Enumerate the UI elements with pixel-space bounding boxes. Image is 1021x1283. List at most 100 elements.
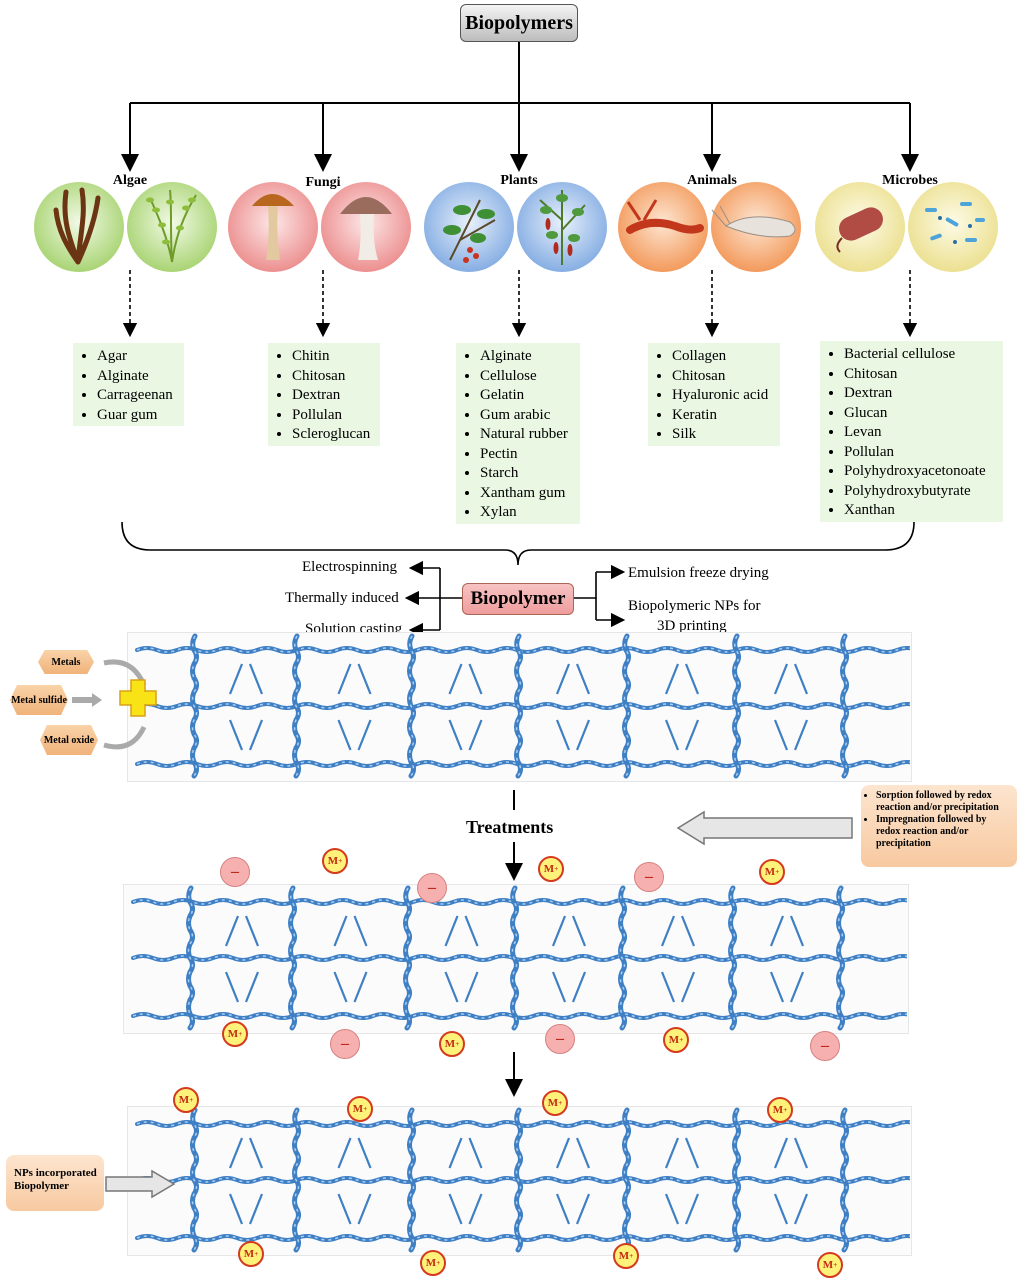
fiber-segment — [680, 971, 696, 1003]
metal-cation-icon: M+ — [538, 856, 564, 882]
fiber-segment — [357, 1137, 372, 1169]
fiber-segment — [228, 1137, 244, 1169]
fiber-segment — [464, 915, 479, 947]
algae-icon — [34, 182, 217, 272]
fiber-strand-horizontal — [135, 1120, 910, 1128]
list-item: Chitin — [292, 347, 374, 367]
list-item: Polyhydroxyacetonoate — [844, 462, 997, 482]
treatment-arrow-icon — [676, 810, 853, 846]
metal-cation-icon: M+ — [817, 1252, 843, 1278]
list-item: Carrageenan — [97, 386, 178, 406]
treatment-note: Sorption followed by redox reaction and/… — [876, 790, 1012, 814]
fiber-segment — [793, 663, 809, 695]
list-item: Alginate — [97, 367, 178, 387]
fiber-segment — [248, 1193, 264, 1225]
fiber-segment — [773, 663, 789, 695]
negative-charge-icon: – — [545, 1024, 575, 1054]
fiber-strand-horizontal — [135, 760, 910, 768]
metal-cation-icon: M+ — [613, 1243, 639, 1269]
fiber-strand-highlight — [511, 887, 518, 1029]
fiber-segment — [468, 663, 483, 695]
fiber-strand-highlight — [623, 1109, 630, 1251]
fiber-segment — [228, 663, 244, 695]
polymer-mesh-2 — [131, 885, 907, 1031]
fiber-segment — [793, 1193, 809, 1225]
animals-list: Collagen Chitosan Hyaluronic acid Kerati… — [648, 343, 780, 446]
fiber-segment — [789, 915, 805, 947]
biopolymers-title: Biopolymers — [460, 4, 578, 42]
fiber-segment — [664, 1193, 680, 1225]
fiber-segment — [551, 915, 567, 947]
source-label-microbes: Microbes — [882, 173, 938, 188]
negative-charge-icon: – — [634, 862, 664, 892]
fiber-segment — [333, 915, 348, 947]
fiber-strand-horizontal — [131, 898, 907, 906]
fiber-strand-highlight — [191, 635, 198, 777]
fiber-segment — [664, 719, 680, 751]
fiber-segment — [228, 1193, 244, 1225]
fiber-strand-highlight — [623, 635, 630, 777]
metal-cation-icon: M+ — [322, 848, 348, 874]
nps-arrow-icon — [105, 1169, 176, 1199]
fiber-strand-horizontal — [131, 1012, 907, 1020]
fiber-segment — [337, 1137, 352, 1169]
fiber-segment — [571, 971, 587, 1003]
fiber-strand-highlight — [408, 1109, 415, 1251]
fiber-segment — [464, 971, 479, 1003]
fiber-segment — [448, 719, 463, 751]
fiber-segment — [468, 1193, 483, 1225]
fiber-strand-highlight — [729, 887, 736, 1029]
fiber-strand-highlight — [293, 1109, 300, 1251]
fiber-strand-highlight — [841, 635, 848, 777]
source-label-animals: Animals — [687, 173, 737, 188]
plus-icon — [119, 679, 157, 717]
crustacean-icon — [618, 182, 801, 272]
list-item: Polyhydroxybutyrate — [844, 482, 997, 502]
fiber-segment — [773, 1193, 789, 1225]
negative-charge-icon: – — [810, 1031, 840, 1061]
treatment-notes-box: Sorption followed by redox reaction and/… — [861, 785, 1017, 867]
fiber-segment — [680, 915, 696, 947]
fiber-segment — [444, 915, 459, 947]
metal-cation-icon: M+ — [238, 1241, 264, 1267]
list-item: Natural rubber — [480, 425, 574, 445]
fiber-segment — [793, 1137, 809, 1169]
method-3d-printing: 3D printing — [657, 618, 727, 634]
fiber-segment — [248, 719, 264, 751]
metal-cation-icon: M+ — [173, 1087, 199, 1113]
fiber-segment — [769, 915, 785, 947]
metal-cation-icon: M+ — [767, 1097, 793, 1123]
fiber-segment — [684, 663, 700, 695]
list-item: Cellulose — [480, 367, 574, 387]
list-item: Collagen — [672, 347, 774, 367]
list-item: Chitosan — [292, 367, 374, 387]
fiber-segment — [448, 663, 463, 695]
list-item: Chitosan — [672, 367, 774, 387]
list-item: Bacterial cellulose — [844, 345, 997, 365]
list-item: Alginate — [480, 347, 574, 367]
method-biopolymeric-nps: Biopolymeric NPs for — [628, 598, 761, 614]
list-item: Pollulan — [292, 406, 374, 426]
list-item: Agar — [97, 347, 178, 367]
fiber-segment — [773, 1137, 789, 1169]
mushroom-icon — [228, 182, 411, 272]
fiber-strand-horizontal — [131, 954, 907, 962]
fiber-segment — [333, 971, 348, 1003]
fiber-strand-highlight — [837, 887, 844, 1029]
polymer-mesh-1 — [135, 633, 910, 779]
list-item: Xanthan — [844, 501, 997, 521]
fiber-segment — [789, 971, 805, 1003]
source-illustrations — [34, 182, 998, 272]
fiber-segment — [555, 663, 571, 695]
fiber-segment — [664, 1137, 680, 1169]
fiber-segment — [337, 1193, 352, 1225]
fiber-segment — [228, 719, 244, 751]
fiber-segment — [575, 719, 591, 751]
fiber-segment — [684, 719, 700, 751]
fiber-segment — [769, 971, 785, 1003]
list-item: Keratin — [672, 406, 774, 426]
fiber-strand-highlight — [733, 1109, 740, 1251]
fiber-segment — [575, 1137, 591, 1169]
fiber-segment — [444, 971, 459, 1003]
